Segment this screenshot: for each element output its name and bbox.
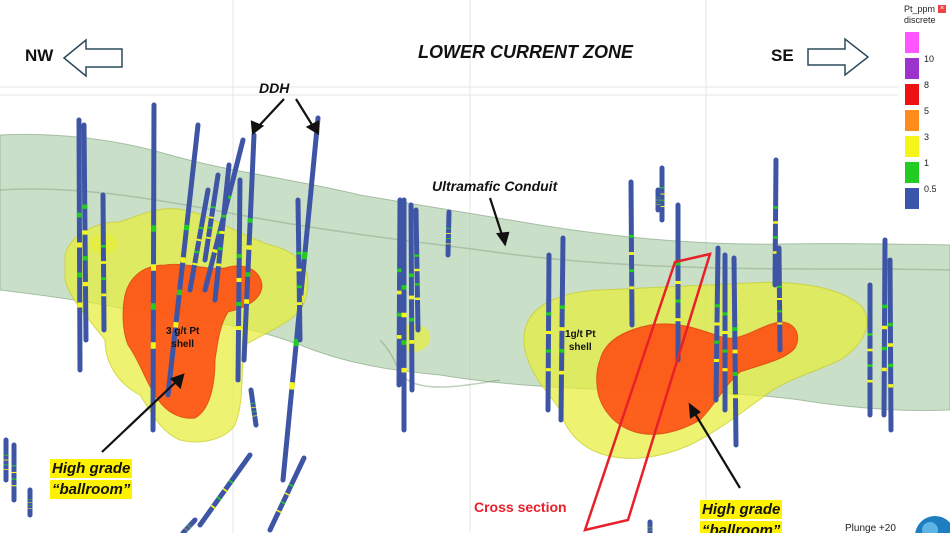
highgrade-right-callout: High grade “ballroom” [700, 500, 783, 533]
legend-value: 1 [924, 158, 930, 168]
legend-value: 8 [924, 80, 930, 90]
nw-label: NW [25, 46, 54, 65]
shell-right-high-grade [596, 321, 799, 435]
legend-swatch [905, 84, 919, 105]
legend-close-icon[interactable]: × [938, 5, 946, 13]
assay-interval [276, 509, 282, 514]
assay-interval [280, 500, 286, 505]
highgrade-left-callout: High grade “ballroom” [50, 459, 133, 499]
assay-interval [180, 257, 186, 263]
shell-right-text: 1g/t Pt shell [565, 329, 596, 353]
assay-interval [212, 248, 218, 254]
cross-section-outline[interactable] [583, 252, 712, 532]
assay-interval [284, 492, 290, 496]
assay-interval [222, 487, 228, 493]
highgrade-left-line1: High grade [50, 459, 133, 478]
assay-interval [289, 382, 295, 390]
nw-arrow [62, 38, 123, 78]
assay-interval [301, 251, 308, 260]
assay-interval [293, 338, 300, 347]
conduit-label: Ultramafic Conduit [432, 178, 558, 194]
legend-swatch [905, 32, 919, 53]
drillholes [3, 102, 894, 533]
legend-swatch [905, 110, 919, 131]
highgrade-right-line1: High grade [700, 500, 783, 519]
assay-interval [173, 321, 179, 328]
orientation-widget-icon[interactable] [905, 508, 950, 533]
legend-value: 5 [924, 106, 930, 116]
ddh-label: DDH [259, 80, 290, 96]
assay-interval [228, 479, 234, 484]
assay-interval [216, 496, 222, 501]
shell-left-label: 3 g/t Pt shell [166, 325, 199, 351]
legend: Pt_ppm discrete × 10 8 5 3 1 0.5 [898, 2, 950, 222]
legend-value: 3 [924, 132, 930, 142]
cross-section-label: Cross section [474, 499, 567, 515]
callout-arrows [101, 98, 741, 489]
assay-interval [183, 224, 190, 231]
se-label: SE [771, 46, 794, 65]
legend-swatch [905, 188, 919, 209]
assay-interval [176, 289, 183, 296]
highgrade-right-line2: “ballroom” [700, 521, 783, 533]
shell-right-label: 1g/t Pt shell [565, 328, 596, 354]
legend-value: 0.5 [924, 184, 937, 194]
assay-interval [288, 483, 294, 488]
page-title: LOWER CURRENT ZONE [418, 42, 633, 62]
legend-swatch [905, 162, 919, 183]
legend-title-2: discrete [904, 15, 936, 25]
se-arrow [807, 37, 870, 77]
shell-left-text: 3 g/t Pt shell [166, 326, 200, 350]
plunge-label: Plunge +20 [845, 523, 896, 533]
legend-swatch [905, 136, 919, 157]
assay-interval [225, 194, 232, 200]
legend-value: 10 [924, 54, 935, 64]
assay-interval [210, 504, 216, 509]
highgrade-left-line2: “ballroom” [50, 480, 133, 499]
legend-title-1: Pt_ppm [904, 4, 936, 14]
legend-swatch [905, 58, 919, 79]
